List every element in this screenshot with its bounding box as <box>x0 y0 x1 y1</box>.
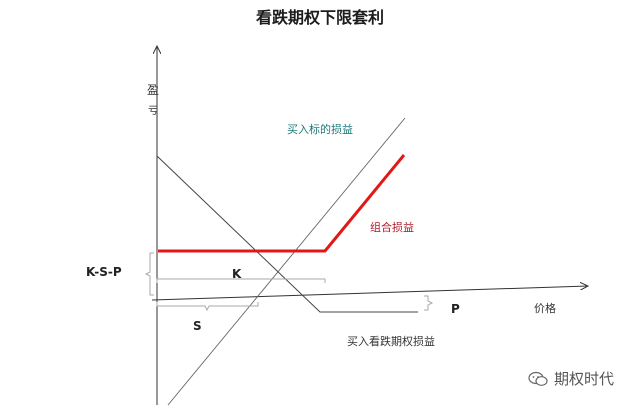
combo-line-label: 组合损益 <box>370 221 414 234</box>
x-axis <box>151 286 588 301</box>
s-bracket <box>156 302 259 312</box>
p-bracket <box>424 295 434 311</box>
marker-ksp: K-S-P <box>86 265 122 279</box>
stock-line-label: 买入标的损益 <box>287 123 353 136</box>
marker-s: S <box>193 319 202 333</box>
y-axis-label-bottom: 亏 <box>148 106 158 117</box>
watermark: 期权时代 <box>528 368 614 389</box>
y-axis-label-top: 盈 <box>147 83 160 97</box>
marker-k: K <box>232 267 242 281</box>
put-payoff-line <box>156 155 418 313</box>
x-axis-label: 价格 <box>534 302 556 315</box>
stock-payoff-line <box>167 117 406 406</box>
watermark-text: 期权时代 <box>554 370 615 388</box>
k-bracket <box>156 278 326 283</box>
marker-p: P <box>451 302 460 316</box>
put-line-label: 买入看跌期权损益 <box>347 335 435 348</box>
diagram-title: 看跌期权下限套利 <box>255 8 384 27</box>
ksp-bracket <box>144 252 154 296</box>
wechat-icon <box>528 371 548 386</box>
combo-payoff-line <box>158 154 406 253</box>
